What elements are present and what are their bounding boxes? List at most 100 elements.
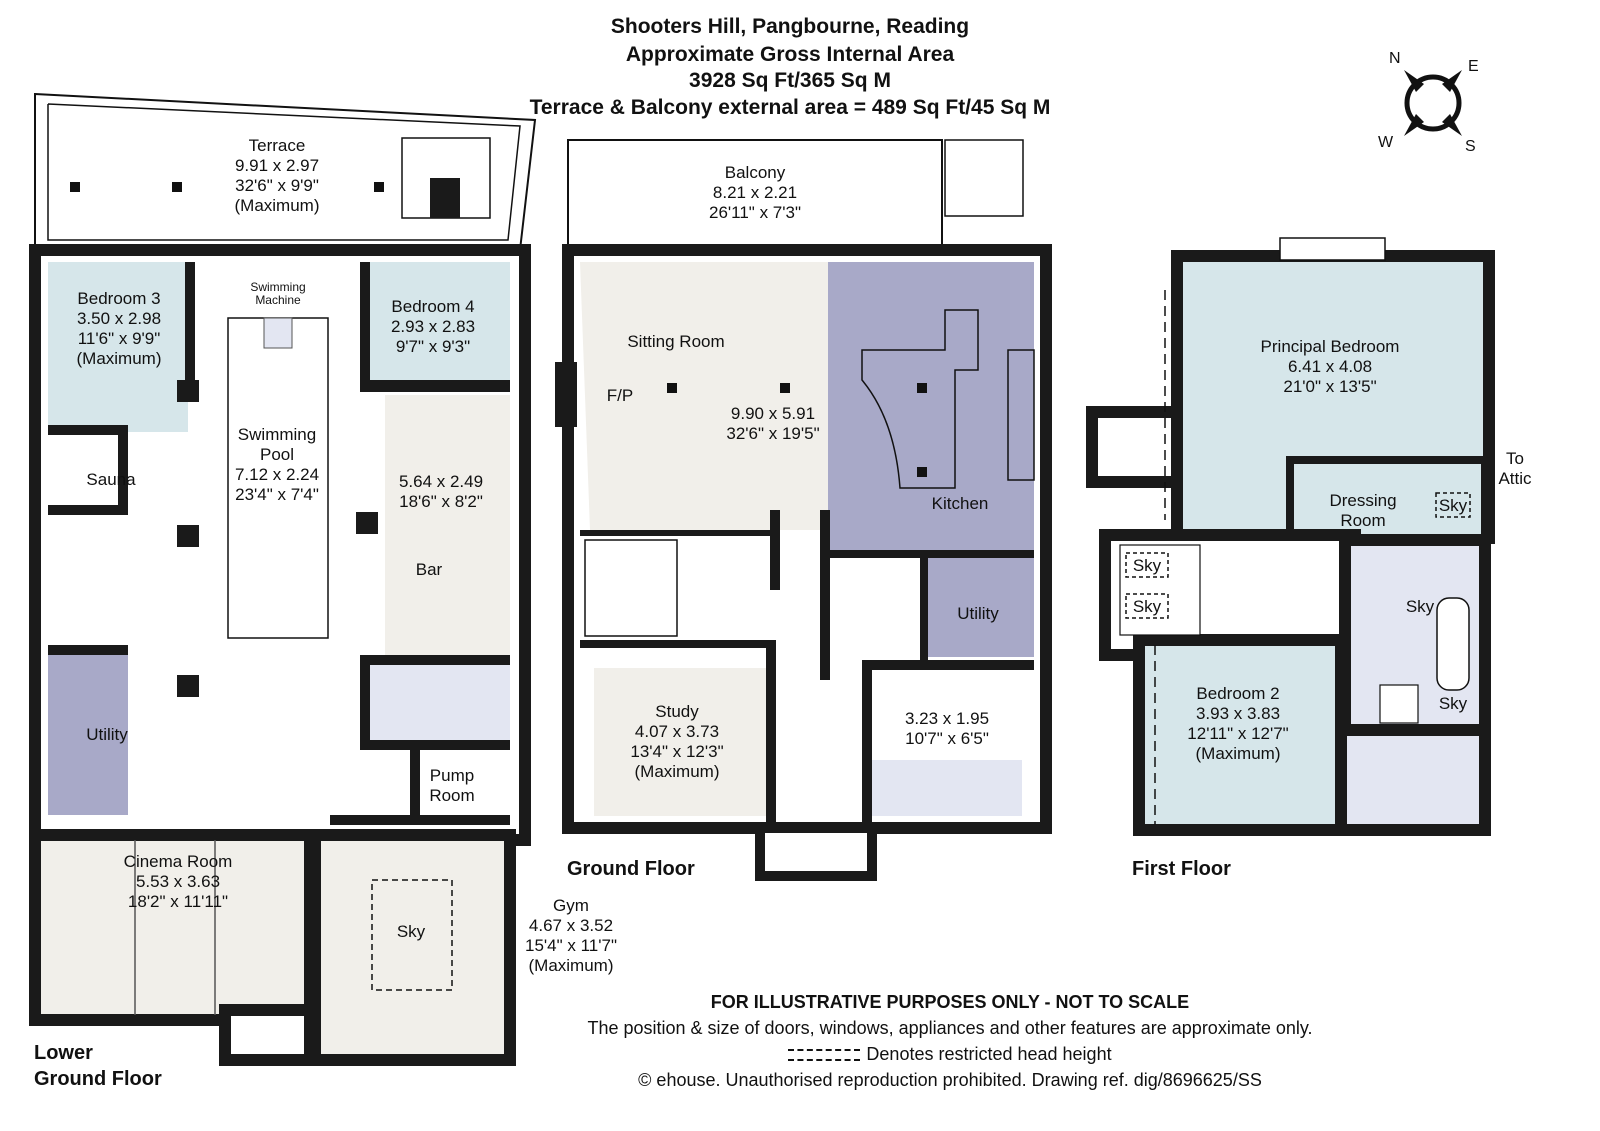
first-floor-plan: [1086, 237, 1495, 836]
terrace-inner-outline: [47, 103, 521, 241]
label-line: Dressing: [1329, 491, 1397, 510]
utility-lg-label: Utility: [86, 725, 128, 744]
room-size-imperial: 26'11" x 7'3": [709, 203, 801, 222]
room-size-imperial: 18'2" x 11'11": [127, 892, 229, 911]
floor-label-line: Lower: [34, 1042, 93, 1064]
column: [356, 512, 378, 534]
bedroom3-label: Bedroom 3 3.50 x 2.98 11'6" x 9'9" (Maxi…: [77, 289, 162, 369]
sky-label: Sky: [1132, 597, 1162, 616]
lower-ground-floor-plan: [29, 92, 537, 1066]
room-size-metric: 7.12 x 2.24: [234, 465, 320, 484]
first-floor-label: First Floor: [1132, 858, 1231, 880]
kitchen-counter: [1007, 349, 1035, 481]
room-note: (Maximum): [634, 762, 720, 781]
label-line: Pump: [429, 766, 475, 785]
wall: [862, 660, 1034, 670]
room-note: (Maximum): [76, 349, 162, 368]
address-title: Shooters Hill, Pangbourne, Reading: [610, 15, 970, 38]
sky-window-3: [1125, 593, 1169, 619]
bedroom3-fill: [48, 262, 188, 432]
label-line: Room: [429, 786, 475, 805]
wall: [920, 552, 928, 662]
room-size-metric: 5.53 x 3.63: [135, 872, 221, 891]
wall: [360, 740, 510, 750]
wall: [580, 640, 770, 648]
room-size-metric: 5.64 x 2.49: [398, 472, 484, 491]
terrace-post: [172, 182, 182, 192]
room-name: Principal Bedroom: [1260, 337, 1400, 356]
room-size-metric: 6.41 x 4.08: [1287, 357, 1373, 376]
room-size-imperial: 18'6" x 8'2": [399, 492, 483, 511]
compass-rose-icon: [1404, 70, 1462, 136]
gym-label: Gym 4.67 x 3.52 15'4" x 11'7" (Maximum): [525, 896, 617, 976]
fireplace-label: F/P: [606, 386, 634, 405]
wall: [410, 750, 420, 820]
hall-room-label: 3.23 x 1.95 10'7" x 6'5": [905, 709, 989, 749]
dashed-line-icon: [788, 1049, 861, 1062]
balcony-outline: [567, 139, 943, 246]
compass-north-label: N: [1389, 50, 1401, 67]
room-size-imperial: 32'6" x 19'5": [726, 424, 820, 443]
column: [177, 675, 199, 697]
wall: [766, 640, 776, 830]
bar-label: Bar: [415, 560, 443, 579]
sky-window-1: [1435, 492, 1471, 518]
shower-room-fill: [370, 665, 510, 745]
sky-window-2: [1125, 552, 1169, 578]
gym-sky-label: Sky: [396, 922, 426, 941]
cloakroom-fill: [872, 760, 1022, 816]
room-size-imperial: 21'0" x 13'5": [1283, 377, 1377, 396]
wall: [862, 660, 872, 830]
copyright-text: © ehouse. Unauthorised reproduction proh…: [638, 1070, 1262, 1090]
room-name: Swimming: [237, 425, 317, 444]
bar-area-label: 5.64 x 2.49 18'6" x 8'2": [399, 472, 483, 512]
to-attic-label: To Attic: [1498, 449, 1531, 489]
wall: [580, 530, 770, 536]
room-name: Balcony: [724, 163, 786, 182]
sky-label: Sky: [1132, 556, 1162, 575]
sitting-room-label: Sitting Room: [627, 332, 725, 351]
restricted-height-legend: Denotes restricted head height: [520, 1041, 1380, 1067]
room-name: Study: [655, 702, 699, 721]
ground-floor-plan: [555, 139, 1052, 881]
terrace-stairs-core: [430, 178, 460, 218]
position-note: The position & size of doors, windows, a…: [587, 1018, 1313, 1038]
room-size-imperial: 11'6" x 9'9": [77, 329, 161, 348]
ceiling-marker: [917, 383, 927, 393]
room-size-imperial: 10'7" x 6'5": [905, 729, 989, 748]
utility-g-label: Utility: [957, 604, 999, 623]
wall: [330, 815, 510, 825]
wall: [830, 550, 1034, 558]
bedroom4-fill: [370, 262, 510, 392]
dressing-room-label: Dressing Room: [1329, 491, 1396, 531]
lower-ground-floor-label: Lower Ground Floor: [34, 1040, 162, 1092]
room-note: (Maximum): [528, 956, 614, 975]
terrace-post: [70, 182, 80, 192]
terrace-label: Terrace 9.91 x 2.97 32'6" x 9'9" (Maximu…: [235, 136, 320, 216]
bath-tub: [1436, 597, 1470, 691]
room-name: Terrace: [248, 136, 306, 155]
utility-g-fill: [925, 552, 1034, 657]
ff-stairs: [1119, 544, 1201, 636]
room-size-metric: 9.90 x 5.91: [730, 404, 816, 423]
wall: [48, 505, 128, 515]
balcony-label: Balcony 8.21 x 2.21 26'11" x 7'3": [709, 163, 801, 223]
room-size-metric: 4.07 x 3.73: [634, 722, 720, 741]
pump-room-label: Pump Room: [429, 766, 474, 806]
label-line: Attic: [1498, 469, 1532, 488]
sky-label: Sky: [1438, 694, 1468, 713]
gym-skylight: [371, 879, 453, 991]
sauna-label: Sauna: [86, 470, 136, 489]
swimming-machine-label: Swimming Machine: [250, 281, 305, 307]
bedroom2-label: Bedroom 2 3.93 x 3.83 12'11" x 12'7" (Ma…: [1187, 684, 1288, 764]
room-name: Gym: [553, 896, 589, 915]
room-size-imperial: 12'11" x 12'7": [1187, 724, 1289, 743]
wall: [360, 380, 510, 392]
room-size-metric: 8.21 x 2.21: [712, 183, 798, 202]
bathroom2: [1335, 724, 1491, 836]
bar-fill: [385, 395, 510, 655]
principal-bedroom-label: Principal Bedroom 6.41 x 4.08 21'0" x 13…: [1261, 337, 1400, 397]
swimming-pool-outline: [227, 317, 329, 639]
wall: [770, 510, 780, 590]
room-size-metric: 3.50 x 2.98: [76, 309, 162, 328]
